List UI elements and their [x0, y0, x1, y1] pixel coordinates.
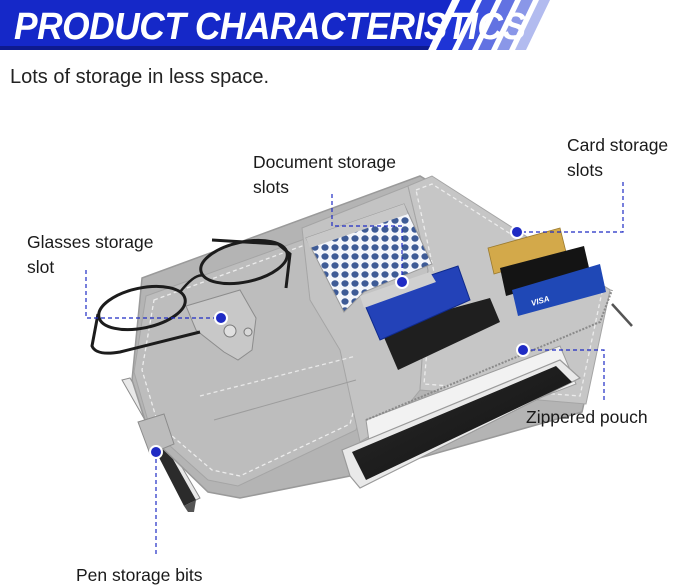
callout-dots [149, 225, 530, 459]
callout-line-zipper [524, 349, 605, 402]
mid-pocket-edge [360, 272, 436, 308]
zipper-line [365, 289, 613, 421]
zipper-pull [611, 303, 633, 327]
banner-stripe [478, 0, 515, 50]
callout-document-label: Document storage slots [253, 152, 396, 197]
tablet-screen [352, 366, 572, 480]
banner-shape [0, 0, 550, 50]
callout-line-card [518, 182, 624, 233]
glasses [90, 238, 292, 355]
banner-stripe [515, 0, 550, 50]
card-slots: VISA [487, 227, 606, 316]
banner-title: PRODUCT CHARACTERISTICS [14, 6, 526, 48]
subtitle: Lots of storage in less space. [10, 66, 270, 88]
visa-card [512, 264, 606, 316]
callout-line-document [331, 194, 403, 280]
callout-zipper-label: Zippered pouch [526, 407, 648, 427]
snap-button [223, 324, 237, 338]
callout-dot-zipper [516, 343, 530, 357]
black-card [380, 298, 500, 370]
glasses-lens-left [97, 284, 187, 332]
header-banner: PRODUCT CHARACTERISTICS [0, 0, 679, 58]
callout-dot-card [510, 225, 524, 239]
callout-dot-pen [149, 445, 163, 459]
callout-dot-glasses [214, 311, 228, 325]
callout-glasses-label: Glasses storage slot [27, 232, 154, 277]
callout-card-label: Card storage slots [567, 135, 669, 180]
zipper-pouch [341, 289, 633, 489]
callout-lines [85, 182, 624, 556]
callout-line-glasses [85, 270, 220, 319]
banner-stripe [436, 0, 476, 50]
callout-pen-label: Pen storage bits [76, 565, 203, 585]
callout-dot-document [395, 275, 409, 289]
banner-stripe [458, 0, 496, 50]
black-card-right [500, 246, 590, 296]
pen-loop [137, 413, 175, 455]
banner-stripe [497, 0, 533, 50]
